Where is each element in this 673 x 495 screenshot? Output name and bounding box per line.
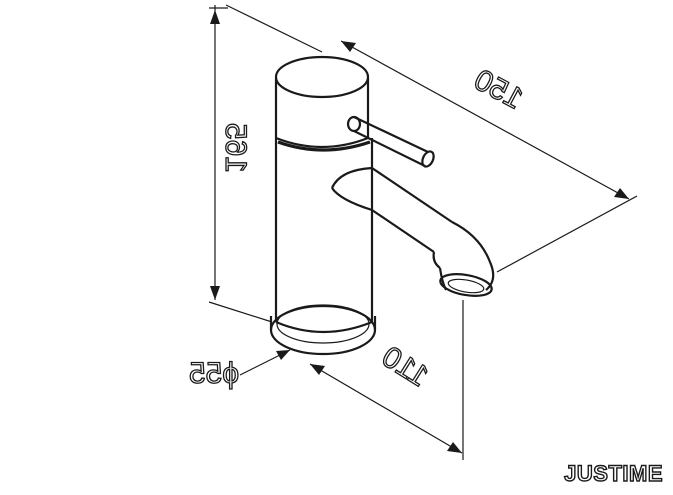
dimension-height-label: 165	[219, 123, 252, 173]
dimension-depth: 150	[225, 4, 638, 273]
dimension-reach-label: 110	[376, 340, 434, 393]
dimension-height: 165	[208, 5, 273, 323]
faucet-spout	[330, 166, 495, 297]
dimension-base-diameter: ϕ55	[188, 349, 291, 391]
dimension-depth-label: 150	[469, 63, 529, 116]
faucet-body	[269, 55, 377, 356]
dimension-reach: 110	[309, 300, 464, 460]
brand-logo: JUSTIME	[563, 460, 663, 486]
dimension-base-diameter-label: ϕ55	[189, 357, 239, 390]
faucet-lever	[346, 115, 435, 168]
